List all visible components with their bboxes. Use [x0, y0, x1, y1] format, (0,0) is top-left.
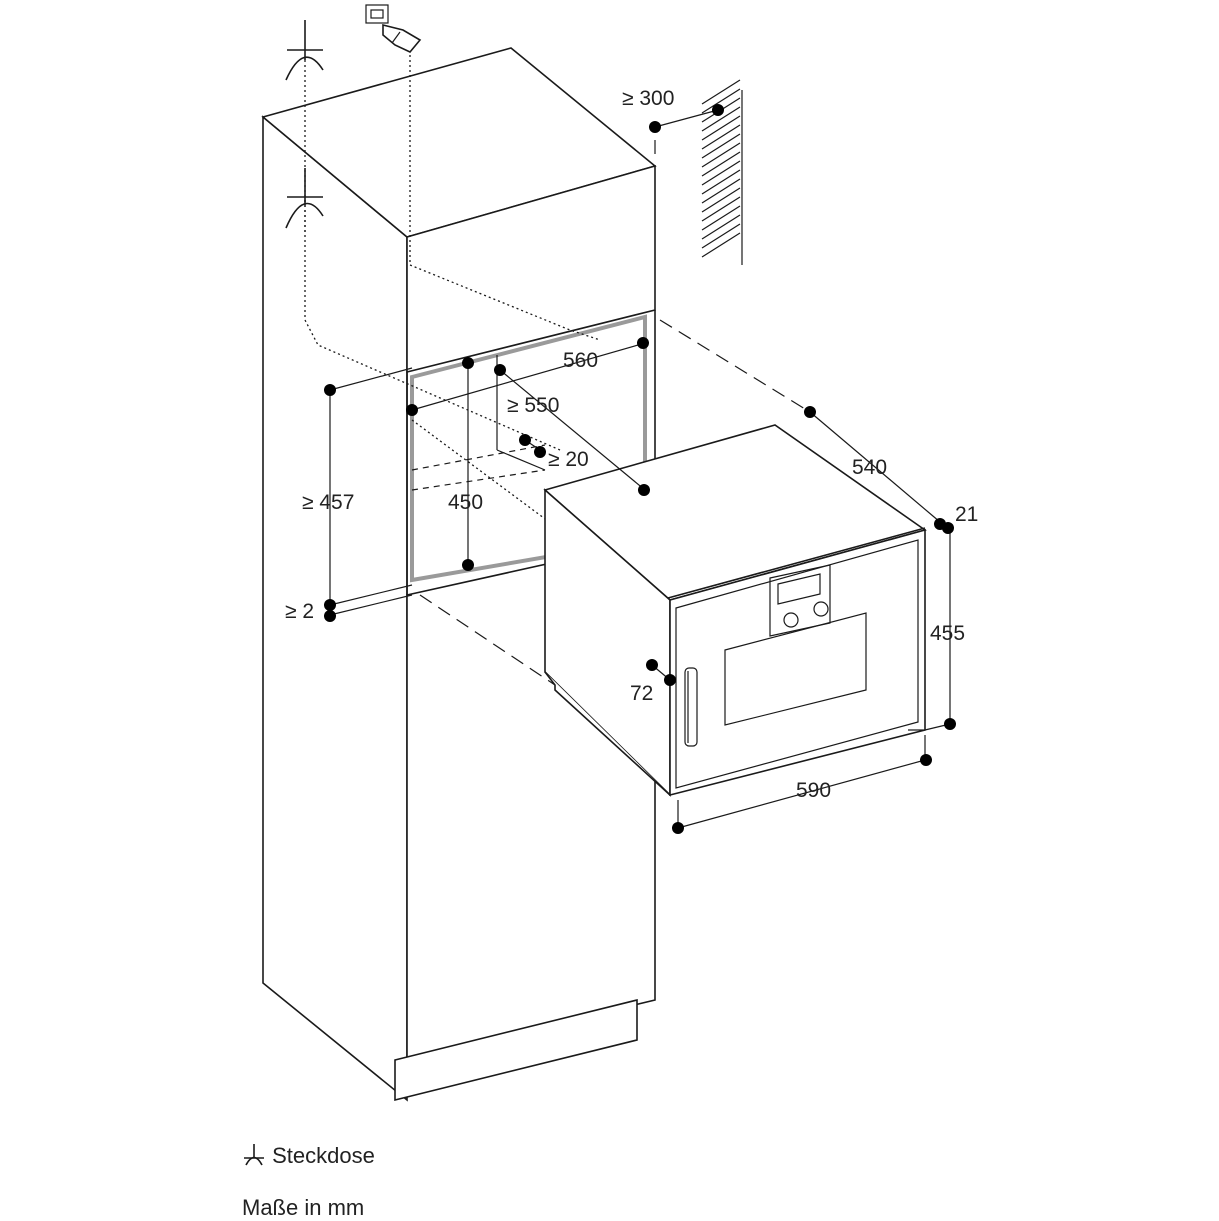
hatch-line: [701, 214, 741, 240]
legend-socket-label: Steckdose: [272, 1143, 375, 1168]
dim-point: [462, 559, 474, 571]
dimension-lines: [329, 109, 951, 829]
oven: [543, 424, 927, 797]
dim-point: [494, 364, 506, 376]
dim-point: [942, 522, 954, 534]
dim-point: [649, 121, 661, 133]
hatch-line: [701, 151, 741, 177]
projection-lines: [419, 140, 811, 686]
hatch-line: [701, 223, 741, 249]
dim-niche-depth: ≥ 550: [507, 394, 559, 417]
dim-appliance-height: 455: [930, 622, 965, 645]
dim-front-thickness: 21: [955, 503, 978, 526]
hatch-line: [701, 106, 741, 132]
socket-symbol-icon: [285, 20, 324, 81]
hatch-line: [701, 205, 741, 231]
hatch-line: [701, 133, 741, 159]
hatch-line: [701, 169, 741, 195]
network-plug-icon: [365, 4, 422, 53]
rear-wall: [701, 79, 743, 265]
dim-point: [637, 337, 649, 349]
dim-point: [944, 718, 956, 730]
socket-symbol-icon: [285, 168, 324, 229]
hatch-line: [701, 79, 741, 105]
dimension-points: [324, 104, 956, 834]
hatch-line: [701, 160, 741, 186]
dim-handle-offset: 72: [630, 682, 653, 705]
hatch-line: [701, 88, 741, 114]
dim-point: [664, 674, 676, 686]
hatch-line: [701, 178, 741, 204]
dimension-labels: ≥ 300 560 ≥ 550 ≥ 20 ≥ 457 450 ≥ 2 540 2…: [285, 87, 978, 802]
hatch-line: [701, 196, 741, 222]
dim-point: [920, 754, 932, 766]
hatch-line: [701, 232, 741, 258]
dim-point: [324, 384, 336, 396]
dim-gap-rear-wall: ≥ 300: [622, 87, 674, 110]
dim-bottom-gap: ≥ 2: [285, 600, 314, 623]
dim-appliance-depth: 540: [852, 456, 887, 479]
dim-point: [638, 484, 650, 496]
dim-point: [462, 357, 474, 369]
legend-units-note: Maße in mm: [242, 1195, 365, 1220]
dim-point: [646, 659, 658, 671]
hatch-line: [701, 187, 741, 213]
dim-point: [324, 599, 336, 611]
dim-point: [324, 610, 336, 622]
dim-point: [804, 406, 816, 418]
dim-point: [519, 434, 531, 446]
dim-niche-height: ≥ 457: [302, 491, 354, 514]
hatch-line: [701, 142, 741, 168]
legend-socket: Steckdose: [242, 1142, 375, 1169]
dim-appliance-width: 590: [796, 779, 831, 802]
dim-point: [534, 446, 546, 458]
dim-ventilation-gap: ≥ 20: [548, 448, 589, 471]
socket-symbol-icon: [244, 1144, 264, 1166]
dim-niche-width: 560: [563, 349, 598, 372]
dim-point: [712, 104, 724, 116]
dim-point: [406, 404, 418, 416]
dim-inner-height: 450: [448, 491, 483, 514]
hatch-line: [701, 124, 741, 150]
dim-point: [672, 822, 684, 834]
hatch-line: [701, 115, 741, 141]
